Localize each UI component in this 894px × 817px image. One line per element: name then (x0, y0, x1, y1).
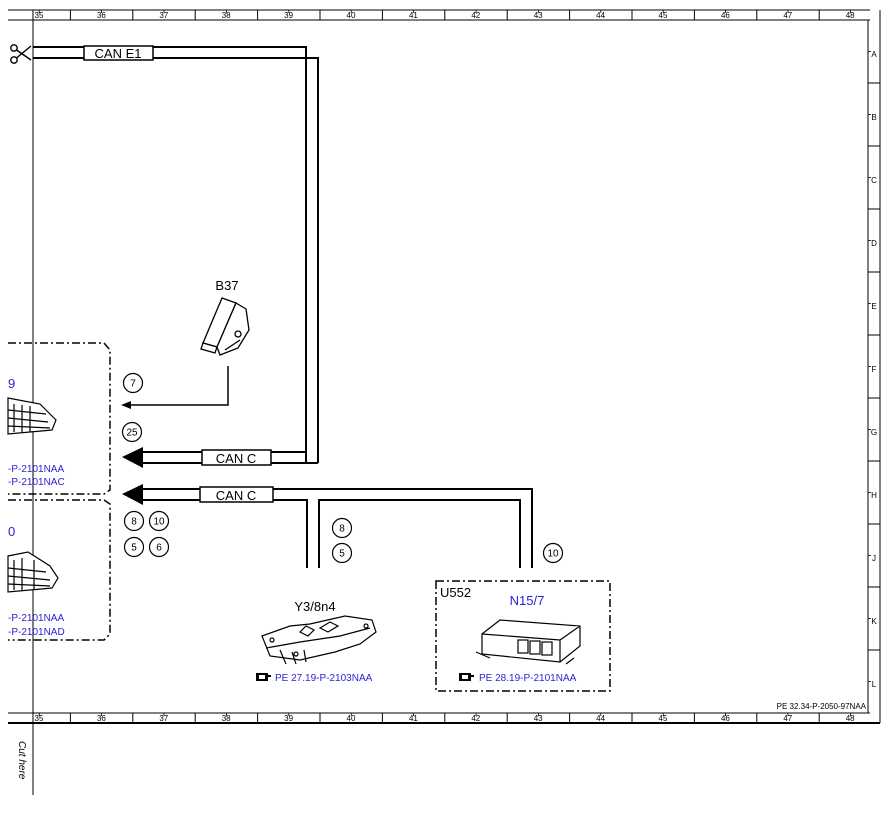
callout-number: 5 (339, 549, 345, 560)
callout-number: 8 (339, 524, 345, 535)
bottom-column-label: 39 (284, 714, 293, 723)
bottom-column-label: 41 (409, 714, 418, 723)
bottom-column-label: 35 (35, 714, 44, 723)
left-upper-ref2: -P-2101NAC (8, 477, 65, 488)
callout-c10a: 10 (148, 510, 170, 532)
b37-signal-arrow (121, 401, 131, 409)
can-c-upper-arrow (122, 447, 143, 468)
can-c-upper-box (201, 449, 272, 466)
row-label: L (872, 680, 877, 689)
top-column-label: 46 (721, 11, 730, 20)
left-upper-ref1: -P-2101NAA (8, 464, 64, 475)
n15-7-ref: PE 28.19-P-2101NAA (479, 673, 577, 684)
right-row-ruler: A B C D E F G H J K L (867, 10, 881, 723)
top-column-label: 38 (222, 11, 231, 20)
bottom-column-label: 44 (596, 714, 605, 723)
bottom-column-label: 36 (97, 714, 106, 723)
can-e1-box (83, 45, 154, 61)
top-column-label: 42 (471, 11, 480, 20)
y3-8n4-control-unit (261, 615, 377, 665)
top-column-label: 40 (347, 11, 356, 20)
b37-label: B37 (215, 278, 238, 293)
bottom-column-label: 45 (659, 714, 668, 723)
left-upper-module (7, 397, 57, 435)
can-c-lower-label: CAN C (216, 488, 256, 503)
callout-c8a: 8 (123, 510, 145, 532)
callout-number: 8 (131, 517, 137, 528)
b37-signal-line (128, 366, 229, 406)
top-column-label: 44 (596, 11, 605, 20)
row-label: G (871, 428, 877, 437)
left-lower-ref2: -P-2101NAD (8, 627, 65, 638)
bottom-column-label: 46 (721, 714, 730, 723)
cut-here-label: Cut here (16, 741, 27, 780)
y3-8n4-ref: PE 27.19-P-2103NAA (275, 673, 373, 684)
top-column-label: 39 (284, 11, 293, 20)
left-lower-ref1: -P-2101NAA (8, 613, 64, 624)
callout-c6: 6 (148, 536, 170, 558)
n15-7-module (475, 619, 581, 665)
b37-pedal-sensor (200, 297, 250, 356)
row-label: E (871, 302, 876, 311)
top-column-label: 48 (846, 11, 855, 20)
callout-number: 10 (153, 517, 165, 528)
u552-label: U552 (440, 585, 471, 600)
can-c-lower-box (199, 486, 274, 503)
top-column-label: 37 (159, 11, 168, 20)
bottom-column-label: 37 (159, 714, 168, 723)
callout-c5a: 5 (123, 536, 145, 558)
y3-8n4-label: Y3/8n4 (294, 599, 335, 614)
top-column-label: 36 (97, 11, 106, 20)
callout-number: 6 (156, 543, 162, 554)
bottom-column-ruler: 35 36 37 38 39 40 41 42 43 44 45 46 47 48 (8, 712, 880, 724)
y3-8n4-ref-icon (256, 673, 271, 681)
can-e1-label: CAN E1 (95, 46, 142, 61)
can-c-lower-arrow (122, 484, 143, 505)
row-label: C (871, 176, 877, 185)
bottom-column-label: 43 (534, 714, 543, 723)
top-column-label: 43 (534, 11, 543, 20)
top-column-ruler: 35 36 37 38 39 40 41 42 43 44 45 46 47 48 (8, 9, 870, 21)
callout-number: 25 (126, 428, 138, 439)
left-lower-module (7, 551, 59, 593)
callout-number: 10 (547, 549, 559, 560)
top-column-label: 35 (35, 11, 44, 20)
row-label: H (871, 491, 877, 500)
document-reference: PE 32.34-P-2050-97NAA (777, 702, 867, 711)
callout-c10b: 10 (542, 542, 564, 564)
n15-7-label: N15/7 (510, 593, 545, 608)
callout-number: 7 (130, 379, 136, 390)
row-label: J (872, 554, 876, 563)
can-c-upper-label: CAN C (216, 451, 256, 466)
u552-box (435, 580, 611, 692)
top-column-label: 41 (409, 11, 418, 20)
callout-c5b: 5 (331, 542, 353, 564)
bottom-column-label: 40 (347, 714, 356, 723)
callout-c25: 25 (121, 421, 143, 443)
callout-c7: 7 (122, 372, 144, 394)
top-column-label: 45 (659, 11, 668, 20)
bottom-column-label: 47 (783, 714, 792, 723)
row-label: F (872, 365, 877, 374)
left-upper-label: 9 (8, 376, 15, 391)
bottom-column-label: 42 (471, 714, 480, 723)
left-upper-box (8, 342, 111, 495)
row-label: K (871, 617, 877, 626)
row-label: D (871, 239, 877, 248)
callout-number: 5 (131, 543, 137, 554)
row-label: B (871, 113, 876, 122)
scissors-icon (10, 44, 32, 64)
top-column-label: 47 (783, 11, 792, 20)
left-lower-label: 0 (8, 524, 15, 539)
row-label: A (871, 50, 877, 59)
left-lower-box (8, 499, 111, 641)
bottom-column-label: 48 (846, 714, 855, 723)
bottom-column-label: 38 (222, 714, 231, 723)
n15-7-ref-icon (459, 673, 474, 681)
callout-c8b: 8 (331, 517, 353, 539)
